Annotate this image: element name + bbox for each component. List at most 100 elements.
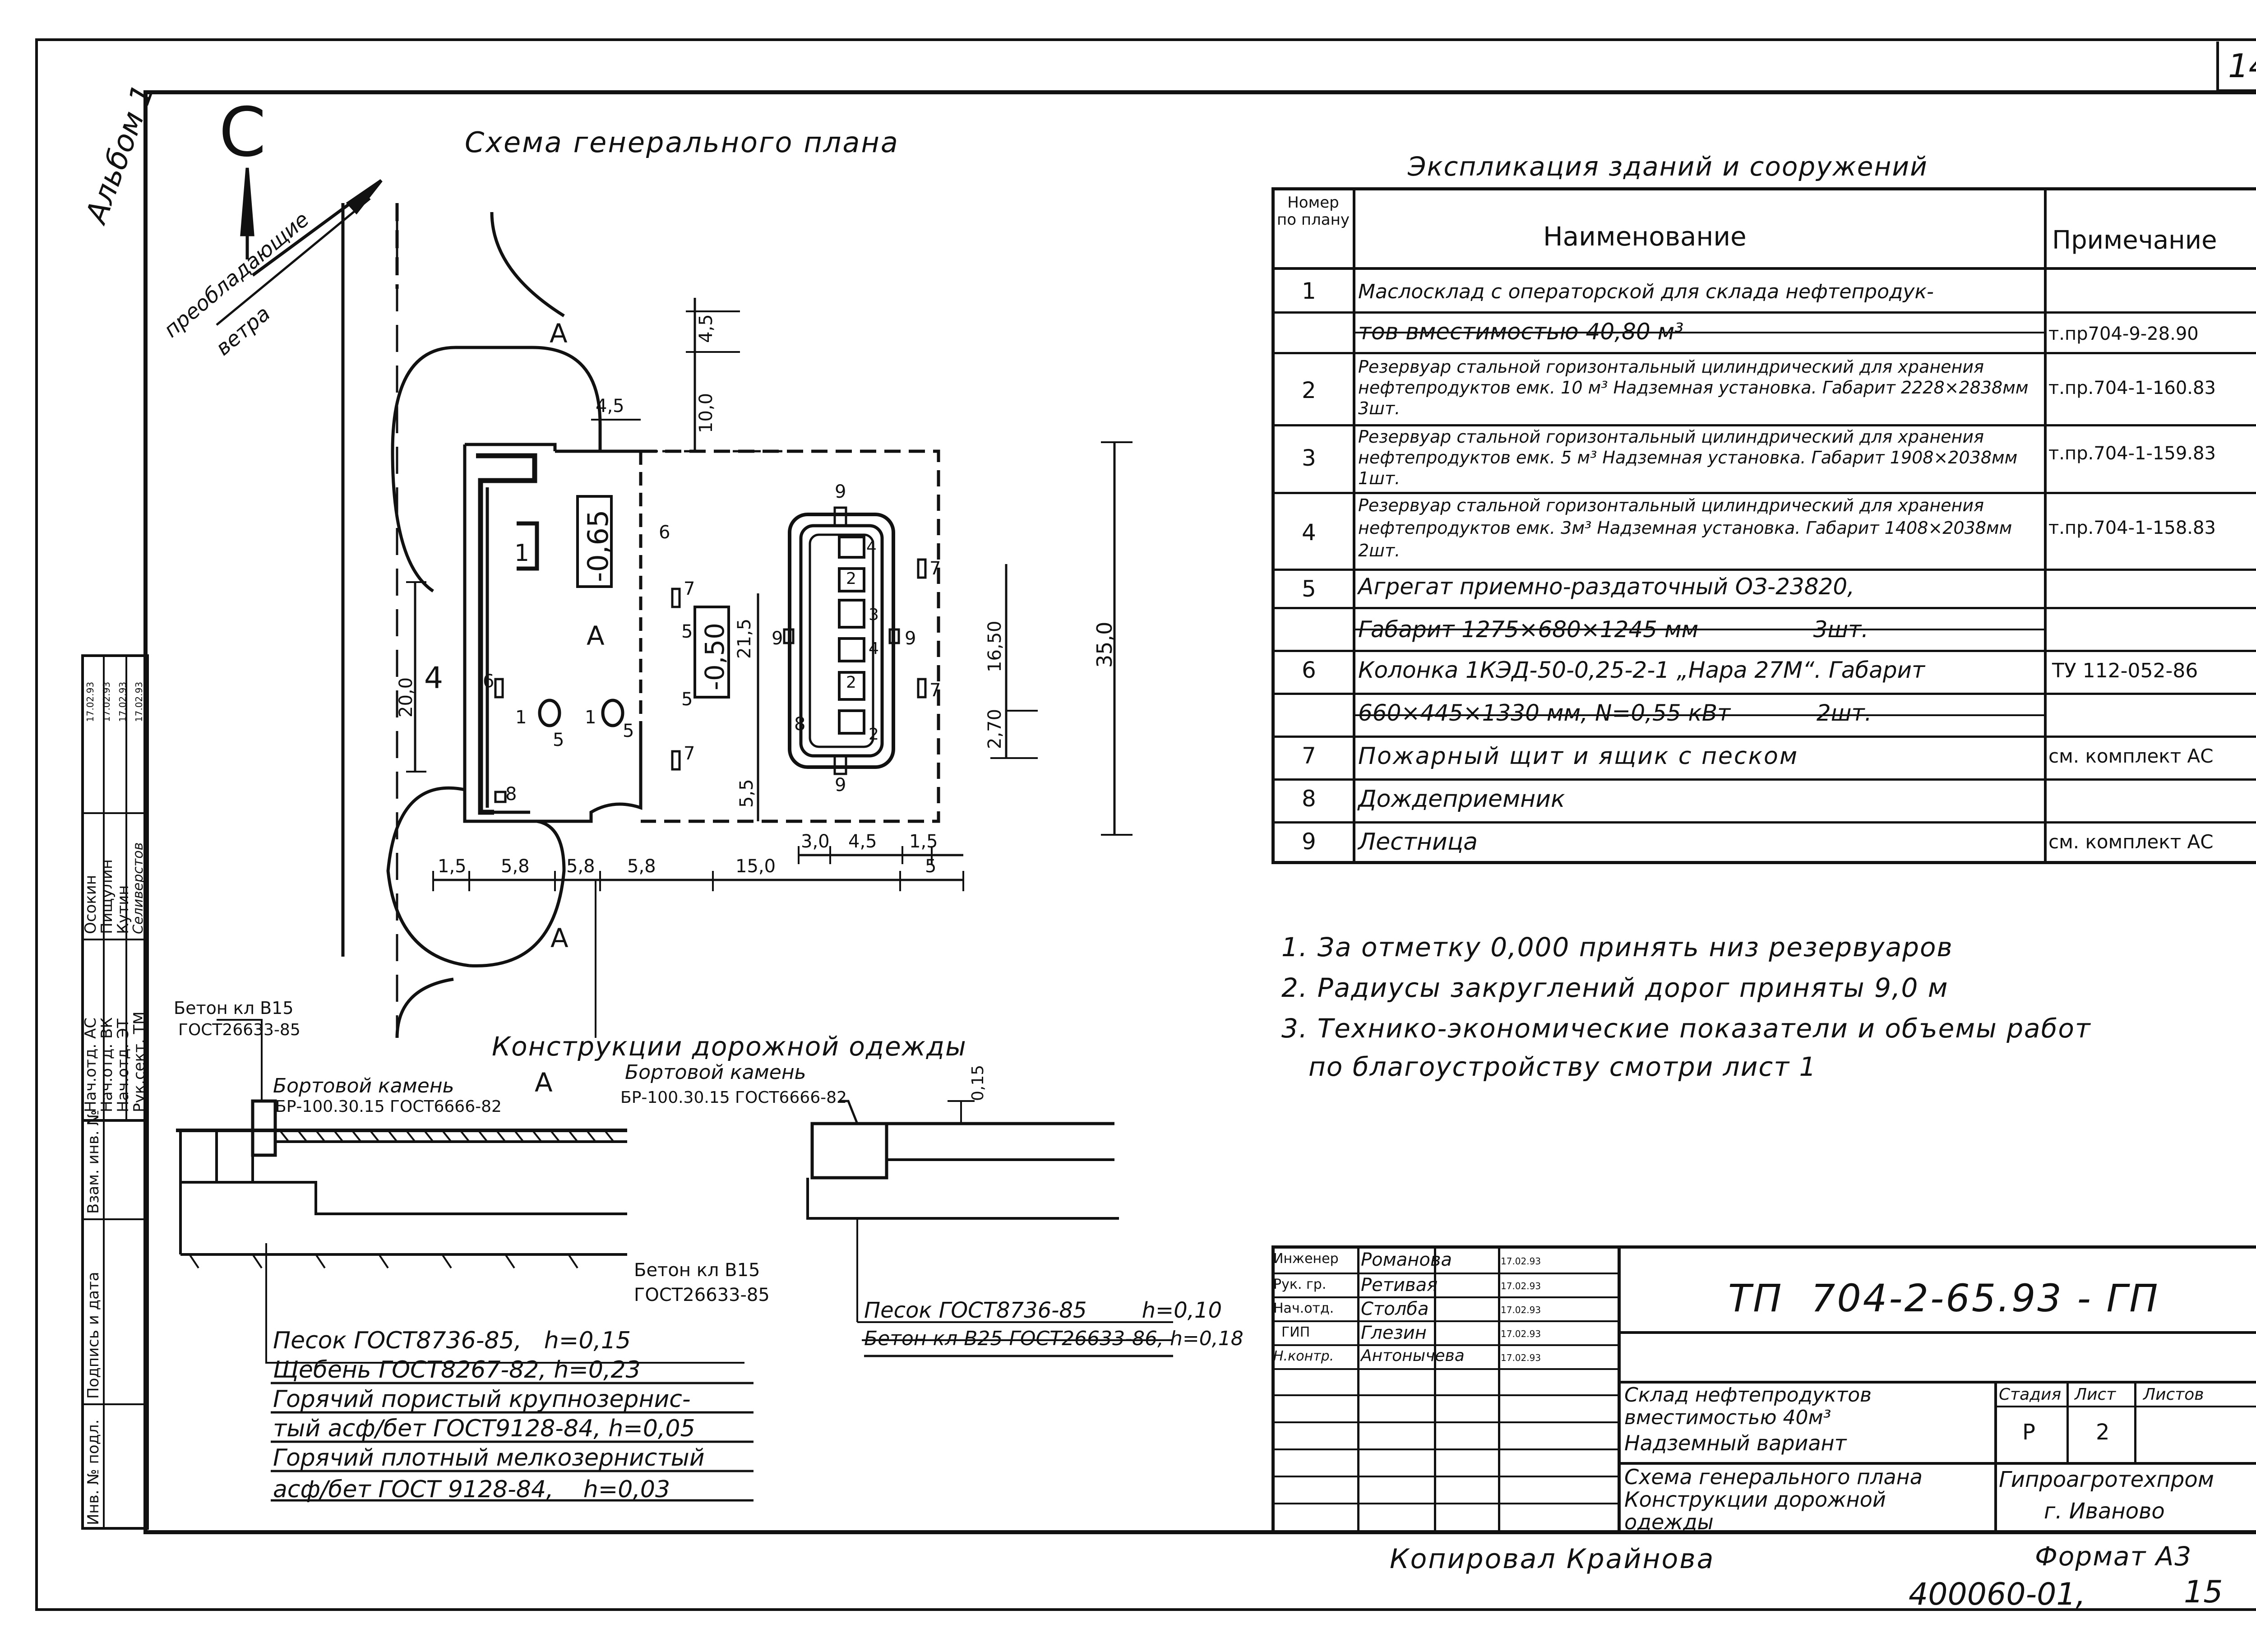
- exp-h-name: Наименование: [1543, 221, 1747, 252]
- exp-name-5b: Габарит 1275×680×1245 мм 3шт.: [1358, 616, 1869, 643]
- exp-note-2: т.пр.704-1-160.83: [2048, 378, 2216, 398]
- dim-45b: 4,5: [596, 396, 624, 416]
- exp-note-7: см. комплект АС: [2048, 745, 2214, 767]
- explication-table: [1271, 187, 2256, 864]
- bdim-58a: 5,8: [501, 856, 530, 877]
- dim-45c: 4,5: [848, 831, 877, 852]
- exp-name-8: Дождеприемник: [1358, 786, 1565, 813]
- format-label: Формат А3: [2035, 1541, 2192, 1572]
- layer-left-1: Песок ГОСТ8736-85, h=0,15: [273, 1327, 631, 1354]
- exp-h-note: Примечание: [2052, 226, 2217, 255]
- plan-title: Схема генерального плана: [465, 126, 899, 159]
- tank-label-2a: 2: [846, 569, 856, 588]
- tb-date-4: 17.02.93: [1501, 1328, 1541, 1339]
- zone-a-1: А: [550, 318, 568, 349]
- stamp-role-2: Нач.отд. ВК: [98, 1017, 116, 1113]
- layer-right-2: Бетон кл В25 ГОСТ26633-86, h=0,18: [864, 1327, 1244, 1350]
- exp-n-5: 5: [1302, 576, 1316, 602]
- exp-n-7: 7: [1302, 743, 1316, 769]
- exp-n-4: 4: [1302, 519, 1316, 546]
- tb-date-5: 17.02.93: [1501, 1352, 1541, 1363]
- inventory-number: 400060-01,: [1909, 1577, 2086, 1612]
- tb-sheet-h: Лист: [2075, 1385, 2116, 1404]
- stamp-name-2: Пищулин: [98, 859, 116, 934]
- concrete-b: Бетон кл В15: [634, 1260, 760, 1281]
- exp-name-5a: Агрегат приемно-раздаточный ОЗ-23820,: [1358, 574, 1855, 600]
- bdim-58b: 5,8: [566, 856, 595, 877]
- general-plan-drawing: С: [216, 93, 1133, 1038]
- marker-5b: 5: [681, 689, 693, 710]
- tank-label-3: 3: [869, 606, 879, 624]
- tank-label-4a: 4: [866, 538, 877, 556]
- bdim-58c: 5,8: [627, 856, 656, 877]
- marker-6a: 6: [483, 671, 495, 692]
- zone-a-3: А: [550, 923, 569, 953]
- marker-5d: 5: [623, 721, 634, 741]
- marker-8a: 8: [505, 784, 517, 805]
- explication-title: Экспликация зданий и сооружений: [1408, 151, 1928, 182]
- marker-1b: 1: [515, 707, 527, 728]
- tb-role-1: Инженер: [1273, 1251, 1339, 1267]
- stamp-side-3: Инв. № подл.: [84, 1419, 102, 1525]
- exp-note-3: т.пр.704-1-159.83: [2048, 443, 2216, 464]
- exp-name-1a: Маслосклад с операторской для склада неф…: [1358, 280, 1934, 303]
- marker-7d: 7: [929, 680, 941, 701]
- marker-6b: 6: [659, 522, 670, 543]
- layer-left-4: тый асф/бет ГОСТ9128-84, h=0,05: [273, 1415, 695, 1442]
- tb-sheet-title-2: Конструкции дорожной: [1624, 1487, 1886, 1512]
- exp-name-4: Резервуар стальной горизонтальный цилинд…: [1358, 495, 2012, 560]
- north-mark: С: [219, 93, 266, 172]
- bdim-5: 5: [925, 856, 937, 877]
- exp-name-9: Лестница: [1358, 828, 1478, 856]
- tb-name-4: Глезин: [1361, 1323, 1427, 1343]
- tb-stage-h: Стадия: [1999, 1385, 2062, 1404]
- layer-left-2: Щебень ГОСТ8267-82, h=0,23: [273, 1356, 641, 1384]
- tb-stage: Р: [2022, 1420, 2035, 1445]
- curb-a-label: Бортовой камень: [273, 1074, 454, 1097]
- marker-4: 4: [424, 661, 443, 695]
- tb-name-5: Антонычева: [1361, 1347, 1465, 1365]
- pavement-title: Конструкции дорожной одежды: [492, 1031, 967, 1062]
- tank-label-2c: 2: [869, 725, 879, 744]
- bdim-150: 15,0: [735, 856, 776, 877]
- left-stamp: [81, 654, 149, 1530]
- stamp-date-2: 17.02.93: [101, 681, 112, 722]
- stamp-name-3: Кутин: [114, 885, 132, 934]
- stamp-role-1: Нач.отд. АС: [82, 1017, 100, 1112]
- curb-b-label: Бортовой камень: [625, 1061, 806, 1084]
- tb-date-2: 17.02.93: [1501, 1281, 1541, 1291]
- stamp-date-4: 17.02.93: [134, 681, 144, 722]
- exp-n-6: 6: [1302, 657, 1316, 683]
- exp-name-2: Резервуар стальной горизонтальный цилинд…: [1358, 357, 2029, 418]
- layer-left-5: Горячий плотный мелкозернистый: [273, 1444, 705, 1472]
- stamp-date-3: 17.02.93: [117, 681, 128, 722]
- marker-5a: 5: [681, 621, 693, 642]
- tb-sheet-title-3: одежды: [1624, 1510, 1714, 1534]
- curb-a-code: БР-100.30.15 ГОСТ6666-82: [275, 1097, 502, 1116]
- layer-left-3: Горячий пористый крупнозернис-: [273, 1386, 691, 1413]
- tb-name-2: Ретивая: [1361, 1275, 1438, 1296]
- dim-15a: 1,5: [909, 831, 938, 852]
- bdim-15: 1,5: [438, 856, 467, 877]
- page-number: 15: [2184, 1574, 2223, 1610]
- tb-org: Гипроагротехпром: [1999, 1467, 2214, 1492]
- tb-object-1: Склад нефтепродуктов: [1624, 1384, 1872, 1407]
- concrete-b-gost: ГОСТ26633-85: [634, 1285, 770, 1305]
- marker-1: 1: [514, 540, 530, 567]
- marker-9b: 9: [835, 775, 846, 796]
- tb-name-3: Столба: [1361, 1299, 1429, 1319]
- exp-name-3: Резервуар стальной горизонтальный цилинд…: [1358, 427, 2018, 488]
- exp-h-num: Номер по плану: [1277, 194, 1350, 229]
- exp-n-8: 8: [1302, 786, 1316, 812]
- marker-9d: 9: [905, 628, 916, 649]
- tb-role-5: Н.контр.: [1273, 1348, 1334, 1364]
- tank-label-2b: 2: [846, 673, 856, 692]
- sheet-number-box: [2216, 42, 2256, 92]
- marker-5c: 5: [553, 730, 564, 750]
- marker-1c: 1: [585, 707, 596, 728]
- exp-note-4: т.пр.704-1-158.83: [2048, 518, 2216, 538]
- layer-right-1: Песок ГОСТ8736-85 h=0,10: [864, 1298, 1222, 1323]
- marker-7c: 7: [929, 558, 941, 579]
- tb-object-2: вместимостью 40м³: [1624, 1406, 1831, 1429]
- marker-9c: 9: [772, 628, 783, 649]
